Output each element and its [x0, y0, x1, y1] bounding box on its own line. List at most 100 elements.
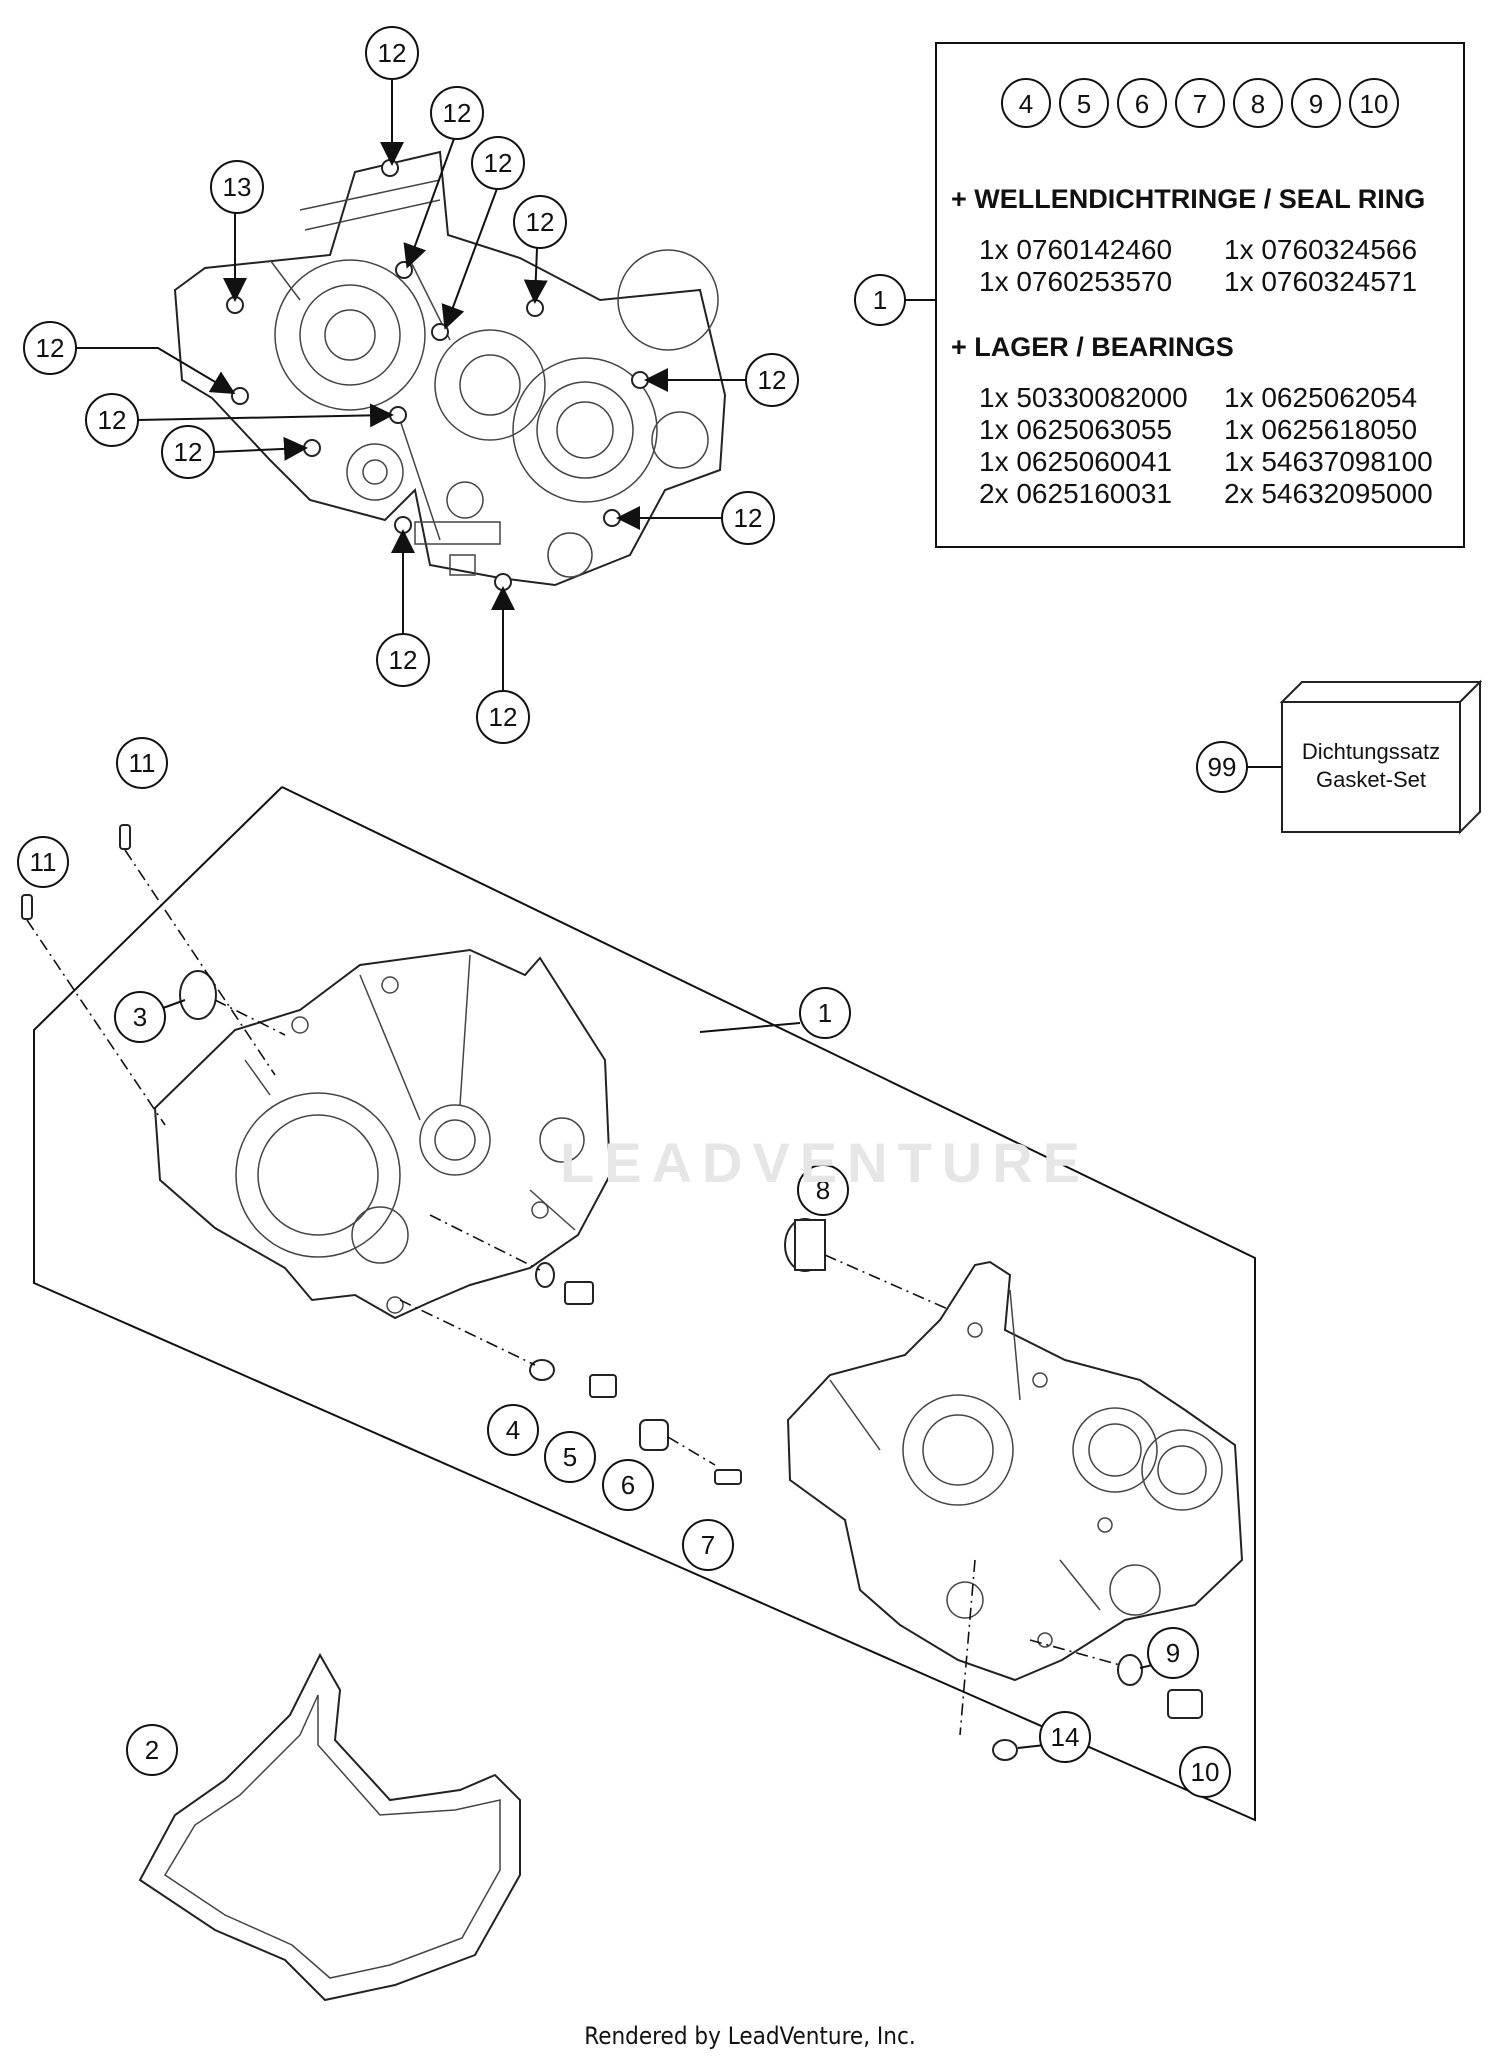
svg-text:12: 12: [734, 503, 763, 533]
gasket-set-english: Gasket-Set: [1315, 767, 1427, 792]
kit-circle-6: 6: [1117, 78, 1167, 128]
svg-text:8: 8: [816, 1175, 830, 1205]
svg-text:2: 2: [145, 1735, 159, 1765]
svg-text:99: 99: [1208, 752, 1237, 782]
svg-text:14: 14: [1051, 1722, 1080, 1752]
svg-text:11: 11: [129, 748, 156, 778]
callout-3: 3: [114, 991, 166, 1043]
ring-14: [992, 1739, 1018, 1761]
kit-circle-8: 8: [1233, 78, 1283, 128]
left-crankcase-half: [153, 948, 612, 1320]
callout-8: 8: [797, 1164, 849, 1216]
gasket-set-box: [1247, 679, 1483, 835]
svg-text:3: 3: [133, 1002, 147, 1032]
svg-text:10: 10: [1191, 1757, 1220, 1787]
assembly-frame: [33, 786, 1256, 1822]
bushing-6: [639, 1419, 669, 1451]
seal-ring-heading: + WELLENDICHTRINGE / SEAL RING: [951, 184, 1426, 214]
washer-a: [535, 1262, 555, 1288]
seal-item: 1x 0760253570: [979, 266, 1173, 297]
kit-circle-7: 7: [1175, 78, 1225, 128]
callout-99: 99: [1196, 741, 1248, 793]
callout-12: 12: [365, 26, 419, 80]
washer-4: [529, 1359, 555, 1381]
gasket-set-german: Dichtungssatz: [1301, 739, 1441, 764]
bearing-item: 1x 0625618050: [1224, 414, 1418, 445]
seal-item: 1x 0760324571: [1224, 266, 1418, 297]
bearing-item: 2x 0625160031: [979, 478, 1173, 509]
callout-11: 11: [116, 737, 168, 789]
svg-text:1: 1: [818, 998, 832, 1028]
top-crankcase-drawing: [173, 150, 727, 591]
bearings-heading: + LAGER / BEARINGS: [951, 332, 1234, 362]
svg-text:5: 5: [563, 1442, 577, 1472]
svg-text:9: 9: [1166, 1638, 1180, 1668]
svg-text:12: 12: [526, 207, 555, 237]
callout-1-kit: 1: [854, 274, 906, 326]
callout-11: 11: [17, 836, 69, 888]
kit-circle-4: 4: [1001, 78, 1051, 128]
svg-text:12: 12: [758, 365, 787, 395]
svg-text:12: 12: [378, 38, 407, 68]
callout-1: 1: [799, 987, 851, 1039]
watermark: LEADVENTURE: [560, 1131, 1091, 1194]
callout-12: 12: [376, 633, 430, 687]
callout-9: 9: [1147, 1627, 1199, 1679]
svg-text:13: 13: [223, 172, 252, 202]
gasket-set-label: Dichtungssatz Gasket-Set: [1281, 738, 1461, 794]
bolt-5: [589, 1374, 617, 1398]
pin-11b: [21, 894, 33, 920]
callout-14: 14: [1039, 1711, 1091, 1763]
svg-text:7: 7: [701, 1530, 715, 1560]
bearing-item: 2x 54632095000: [1224, 478, 1433, 509]
callout-12: 12: [430, 86, 484, 140]
bearing-item: 1x 54637098100: [1224, 446, 1433, 477]
bearing-item: 1x 0625063055: [979, 414, 1173, 445]
svg-text:12: 12: [174, 437, 203, 467]
seal-item: 1x 0760324566: [1224, 234, 1418, 265]
svg-text:4: 4: [506, 1415, 520, 1445]
assembly-lines: [26, 849, 1121, 1736]
bearings-list: 1x 50330082000 1x 0625062054 1x 06250630…: [979, 382, 1469, 510]
callout-2: 2: [126, 1724, 178, 1776]
svg-text:12: 12: [443, 98, 472, 128]
callout-12: 12: [471, 136, 525, 190]
callout-5: 5: [544, 1431, 596, 1483]
svg-text:1: 1: [873, 285, 887, 315]
seal-ring-list: 1x 0760142460 1x 0760324566 1x 076025357…: [979, 234, 1469, 298]
pin-11a: [119, 824, 131, 850]
right-crankcase-half: [786, 1260, 1244, 1682]
gasket-2: [138, 1652, 521, 2002]
seal-item: 1x 0760142460: [979, 234, 1173, 265]
callout-12: 12: [476, 690, 530, 744]
rendered-by-footer: Rendered by LeadVenture, Inc.: [584, 2022, 916, 2050]
svg-text:12: 12: [98, 405, 127, 435]
svg-text:6: 6: [621, 1470, 635, 1500]
bearing-item: 1x 0625060041: [979, 446, 1173, 477]
fitting-7: [714, 1469, 742, 1485]
callout-13: 13: [210, 160, 264, 214]
top-leader-lines: [75, 80, 745, 690]
seal-ring-3: [179, 970, 217, 1020]
svg-text:12: 12: [389, 645, 418, 675]
washer-9: [1117, 1654, 1143, 1686]
callout-12: 12: [85, 393, 139, 447]
callout-12: 12: [745, 353, 799, 407]
callout-12: 12: [23, 321, 77, 375]
svg-text:11: 11: [30, 847, 57, 877]
callout-12: 12: [161, 425, 215, 479]
svg-text:12: 12: [36, 333, 65, 363]
callout-circles: 12 12 13 12 12 12 12 12 12 12 12 12 1 99…: [17, 26, 1248, 1798]
callout-6: 6: [602, 1459, 654, 1511]
svg-text:12: 12: [489, 702, 518, 732]
small-parts: [21, 824, 1203, 1761]
callout-12: 12: [513, 195, 567, 249]
callout-7: 7: [682, 1519, 734, 1571]
bearing-item: 1x 0625062054: [1224, 382, 1418, 413]
kit-circle-9: 9: [1291, 78, 1341, 128]
kit-circle-5: 5: [1059, 78, 1109, 128]
bolt-a: [564, 1281, 594, 1305]
callout-4: 4: [487, 1404, 539, 1456]
